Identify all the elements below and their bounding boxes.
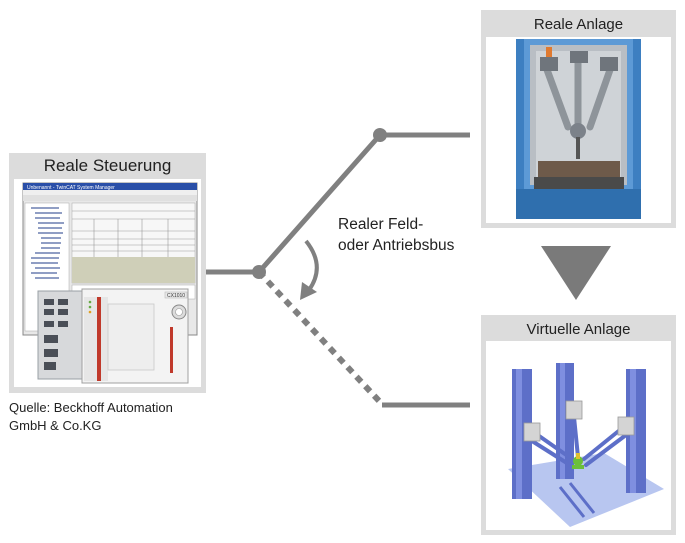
switch-arrow-head [300, 282, 317, 300]
real-plant-panel: Reale Anlage [481, 10, 676, 228]
device-label: CX1010 [167, 293, 185, 299]
bus-label-line1: Realer Feld- [338, 216, 424, 233]
window-title: Unbenannt - TwinCAT System Manager [27, 185, 115, 191]
real-bus-node [373, 128, 387, 142]
virtual-plant-render [486, 341, 671, 530]
bus-label: Realer Feld- oder Antriebsbus [338, 214, 454, 256]
real-plant-image [486, 37, 671, 223]
virtual-bus-line-dotted [256, 269, 384, 406]
real-control-title: Reale Steuerung [43, 156, 172, 175]
controller-photo: Unbenannt - TwinCAT System Manager [22, 182, 198, 384]
junction-node [252, 265, 266, 279]
real-plant-photo [486, 37, 671, 223]
real-control-image: Unbenannt - TwinCAT System Manager [14, 179, 201, 387]
switch-arrow [304, 239, 319, 292]
bus-label-line2: oder Antriebsbus [338, 237, 455, 254]
down-arrow [541, 246, 611, 300]
real-plant-title: Reale Anlage [533, 16, 624, 33]
source-caption-line1: Quelle: Beckhoff Automation [9, 400, 173, 415]
source-caption: Quelle: Beckhoff Automation GmbH & Co.KG [9, 399, 173, 435]
source-caption-line2: GmbH & Co.KG [9, 418, 102, 433]
virtual-plant-image [486, 341, 671, 530]
real-control-panel: Reale Steuerung Unbenannt - TwinCAT Syst… [9, 153, 206, 393]
virtual-plant-title: Virtuelle Anlage [526, 321, 631, 338]
virtual-plant-panel: Virtuelle Anlage [481, 315, 676, 535]
